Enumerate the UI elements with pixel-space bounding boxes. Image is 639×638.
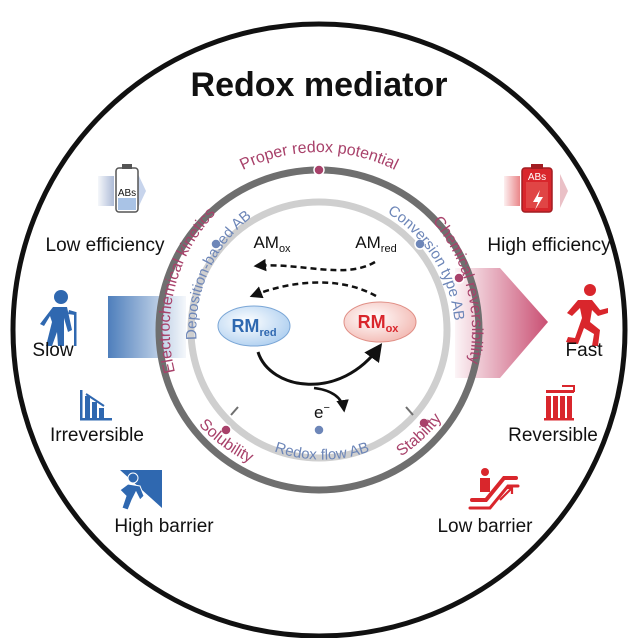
low-barrier-label: Low barrier (437, 516, 533, 537)
rm-ox-label: RMox (358, 312, 400, 335)
irreversible-label: Irreversible (50, 425, 144, 446)
full-battery-icon (504, 164, 568, 213)
diagram-title: Redox mediator (191, 66, 448, 104)
left-blue-arrow (108, 296, 186, 358)
tick-bottom-right (405, 406, 414, 416)
dot-bottom-right (418, 417, 430, 429)
rising-chart-icon (544, 385, 575, 421)
dashed-arrow-to-rm-red (249, 281, 377, 299)
escalator-icon (468, 468, 520, 510)
high-barrier-label: High barrier (114, 516, 214, 537)
dot-inner-left (210, 238, 222, 250)
rm-red-label: RMred (231, 316, 276, 339)
high-efficiency-label: High efficiency (487, 235, 611, 256)
am-ox-label: AMox (253, 233, 291, 255)
rm-ox-ellipse (343, 301, 417, 343)
am-red-label: AMred (355, 233, 396, 255)
low-battery-icon (98, 164, 146, 213)
tick-bottom-left (230, 406, 239, 416)
inner-battery-ring (187, 198, 451, 462)
dashed-arrow-to-am-ox (253, 258, 376, 272)
dot-top (313, 164, 325, 176)
dot-inner-bottom (313, 424, 325, 436)
declining-chart-icon (80, 390, 112, 421)
left-battery-label: ABs (118, 188, 136, 199)
climbing-icon (119, 470, 162, 511)
dot-bottom-left (220, 424, 232, 436)
electron-release-arrow (313, 386, 349, 413)
rm-red-ellipse (217, 305, 291, 347)
running-person-icon (566, 284, 608, 346)
dot-right (453, 272, 465, 284)
right-battery-label: ABs (528, 172, 546, 183)
low-efficiency-label: Low efficiency (46, 235, 165, 256)
solid-arrow-rm-red-to-rm-ox (256, 343, 383, 386)
reversible-label: Reversible (508, 425, 598, 446)
elderly-walker-icon (40, 290, 77, 346)
electron-label: e− (314, 402, 330, 422)
fast-label: Fast (566, 340, 604, 361)
dot-inner-right (414, 238, 426, 250)
slow-label: Slow (32, 340, 73, 361)
